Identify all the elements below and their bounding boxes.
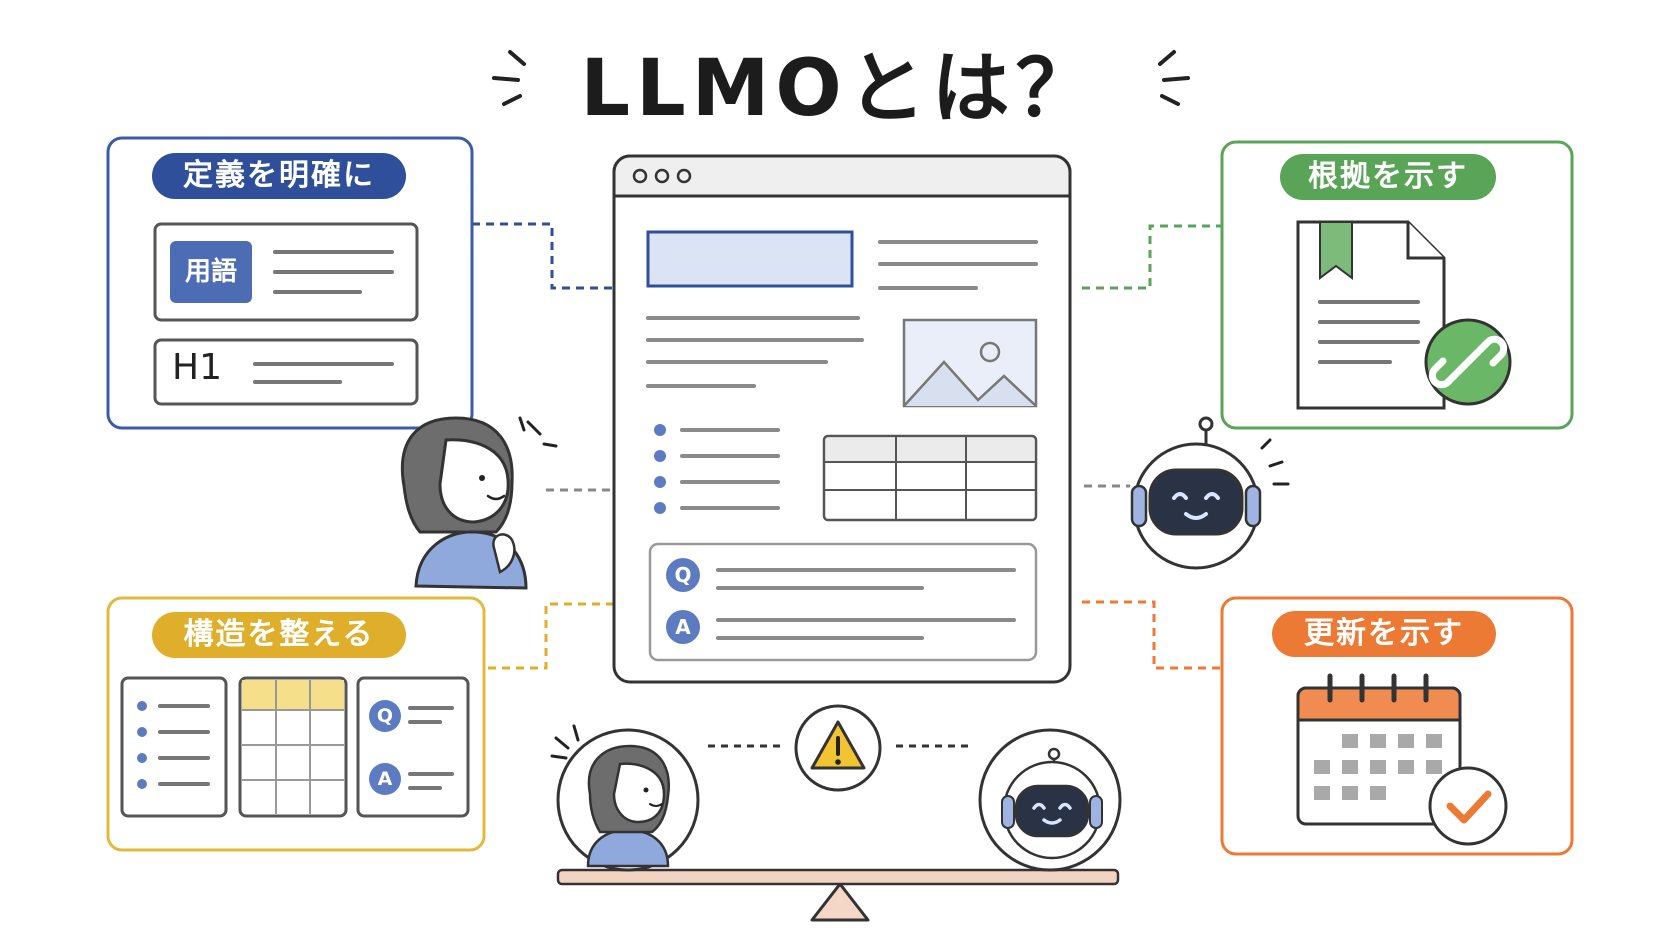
label-evidence: 根拠を示す [1280, 154, 1496, 200]
connector-top-left [472, 222, 614, 290]
calendar-icon [1296, 673, 1462, 826]
card-evidence [1220, 140, 1574, 430]
page-q-badge: Q [666, 558, 700, 592]
label-structure: 構造を整える [152, 612, 406, 658]
card-update [1220, 596, 1574, 856]
check-icon [1428, 766, 1508, 846]
image-icon [902, 318, 1038, 408]
warning-icon [794, 704, 882, 792]
robot-icon [1130, 416, 1290, 570]
center-page [612, 154, 1072, 684]
term-tag: 用語 [170, 241, 252, 303]
sparkle-left-icon [492, 50, 526, 106]
page-title: LLMOとは？ [580, 44, 1100, 134]
link-icon [1424, 318, 1512, 406]
label-update: 更新を示す [1272, 611, 1496, 657]
connector-top-right [1082, 224, 1222, 290]
label-define: 定義を明確に [152, 153, 406, 199]
structure-a-badge: A [369, 763, 401, 795]
connector-bottom-left [488, 602, 614, 670]
heading-tag: H1 [172, 347, 222, 388]
balance-scale-icon [550, 704, 1122, 922]
person-icon [401, 416, 558, 590]
sparkle-right-icon [1158, 50, 1190, 106]
structure-q-badge: Q [369, 700, 401, 732]
page-a-badge: A [666, 610, 700, 644]
connector-bottom-right [1082, 600, 1222, 670]
document-icon [1296, 220, 1446, 410]
